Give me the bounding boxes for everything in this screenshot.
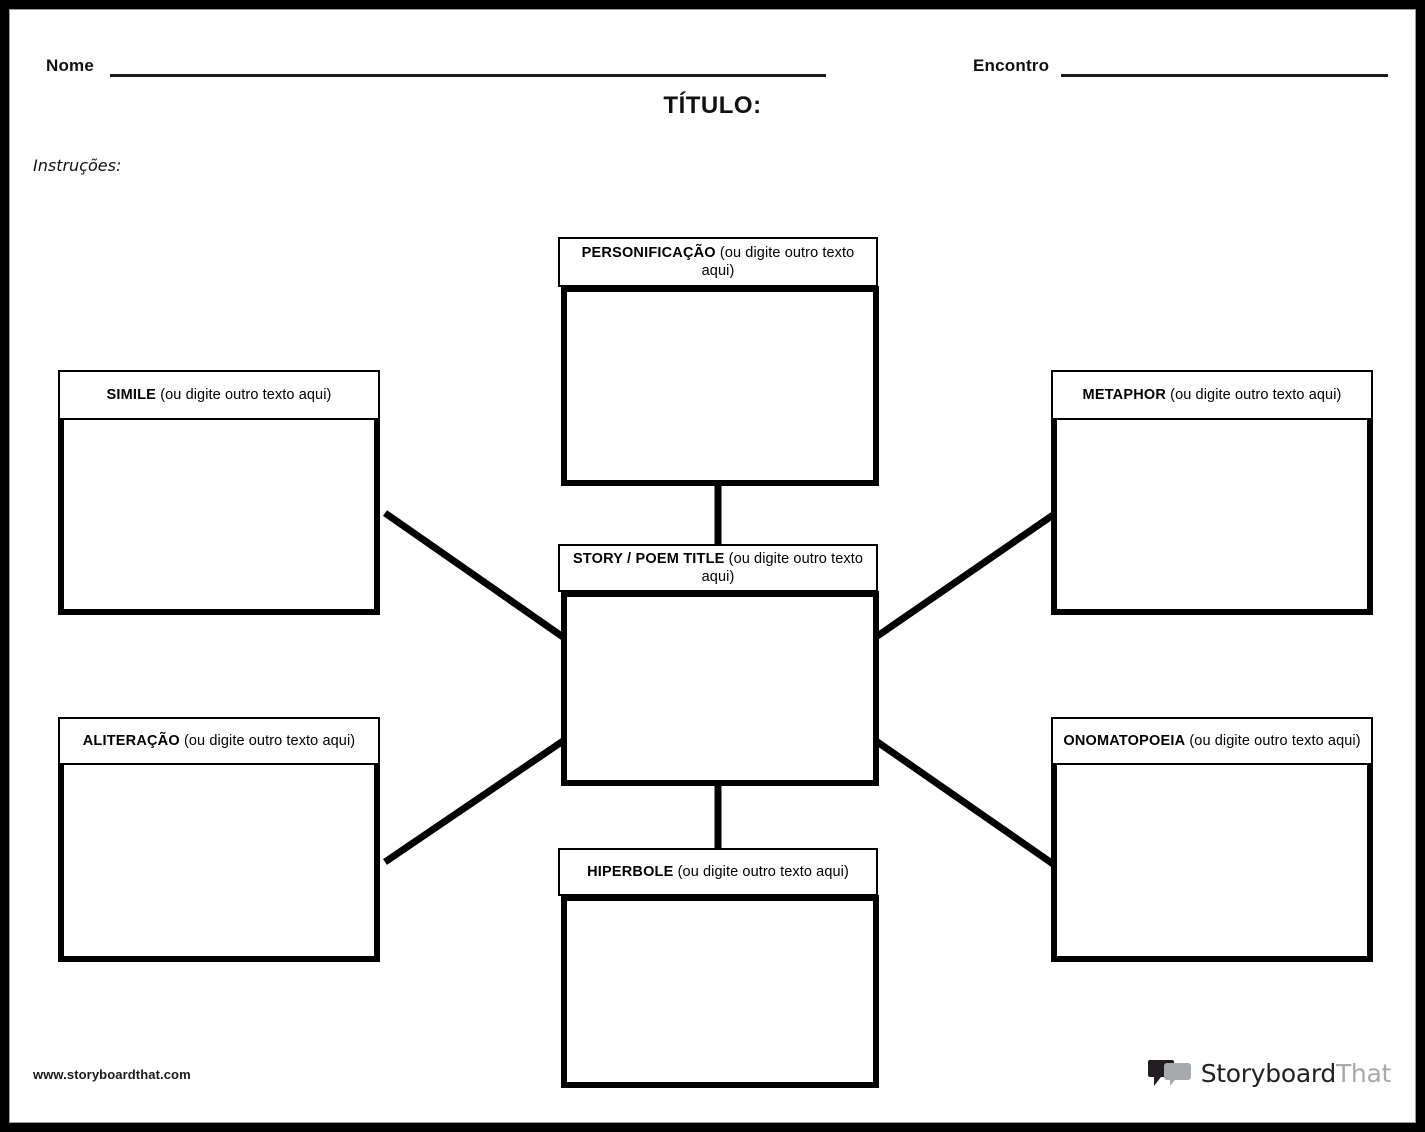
- node-hint-personificacao: (ou digite outro texto aqui): [701, 245, 855, 279]
- node-header-simile[interactable]: SIMILE (ou digite outro texto aqui): [58, 370, 380, 420]
- name-field-input[interactable]: [110, 74, 826, 77]
- node-body-personificacao[interactable]: [561, 286, 879, 486]
- node-title-story-poem-title: STORY / POEM TITLE: [572, 551, 725, 567]
- node-body-aliteracao[interactable]: [58, 756, 380, 962]
- instructions-label: Instruções:: [33, 156, 122, 175]
- node-title-aliteracao: ALITERAÇÃO: [82, 733, 180, 749]
- name-field-label: Nome: [46, 56, 95, 75]
- logo-wordmark: StoryboardThat: [1200, 1058, 1392, 1088]
- date-field-input[interactable]: [1061, 74, 1388, 77]
- worksheet-sheet: Nome Encontro TÍTULO: Instruções:: [10, 10, 1415, 1122]
- node-title-metaphor: METAPHOR: [1082, 387, 1167, 403]
- node-title-onomatopoeia: ONOMATOPOEIA: [1063, 733, 1186, 749]
- node-title-simile: SIMILE: [106, 387, 157, 403]
- node-hint-simile: (ou digite outro texto aqui): [156, 387, 332, 403]
- node-hint-story-poem-title: (ou digite outro texto aqui): [701, 551, 864, 585]
- node-header-aliteracao[interactable]: ALITERAÇÃO (ou digite outro texto aqui): [58, 717, 380, 765]
- page-title: TÍTULO:: [663, 92, 762, 119]
- node-hint-metaphor: (ou digite outro texto aqui): [1166, 387, 1342, 403]
- node-body-metaphor[interactable]: [1051, 410, 1373, 615]
- node-body-hiperbole[interactable]: [561, 895, 879, 1088]
- node-hint-onomatopoeia: (ou digite outro texto aqui): [1185, 733, 1361, 749]
- connector-aliteracao: [383, 738, 565, 865]
- connector-simile: [382, 510, 566, 640]
- node-title-hiperbole: HIPERBOLE: [587, 864, 674, 880]
- node-header-onomatopoeia[interactable]: ONOMATOPOEIA (ou digite outro texto aqui…: [1051, 717, 1373, 765]
- node-hint-aliteracao: (ou digite outro texto aqui): [179, 733, 356, 749]
- node-body-onomatopoeia[interactable]: [1051, 756, 1373, 962]
- date-field-label: Encontro: [973, 56, 1050, 75]
- storyboardthat-logo[interactable]: StoryboardThat: [1147, 1053, 1392, 1093]
- connector-onomatopoeia: [874, 738, 1058, 869]
- node-title-personificacao: PERSONIFICAÇÃO: [581, 245, 716, 261]
- node-body-story-poem-title[interactable]: [561, 591, 879, 786]
- connector-metaphor: [874, 510, 1058, 640]
- node-header-story-poem-title[interactable]: STORY / POEM TITLE (ou digite outro text…: [558, 544, 878, 592]
- logo-word-storyboard: Storyboard: [1200, 1058, 1337, 1088]
- logo-word-that: That: [1335, 1058, 1391, 1088]
- node-hint-hiperbole: (ou digite outro texto aqui): [673, 864, 849, 880]
- node-body-simile[interactable]: [58, 410, 380, 615]
- node-header-metaphor[interactable]: METAPHOR (ou digite outro texto aqui): [1051, 370, 1373, 420]
- speech-bubbles-icon: [1147, 1058, 1192, 1088]
- node-header-personificacao[interactable]: PERSONIFICAÇÃO (ou digite outro texto aq…: [558, 237, 878, 287]
- node-header-hiperbole[interactable]: HIPERBOLE (ou digite outro texto aqui): [558, 848, 878, 896]
- footer-url[interactable]: www.storyboardthat.com: [33, 1067, 191, 1082]
